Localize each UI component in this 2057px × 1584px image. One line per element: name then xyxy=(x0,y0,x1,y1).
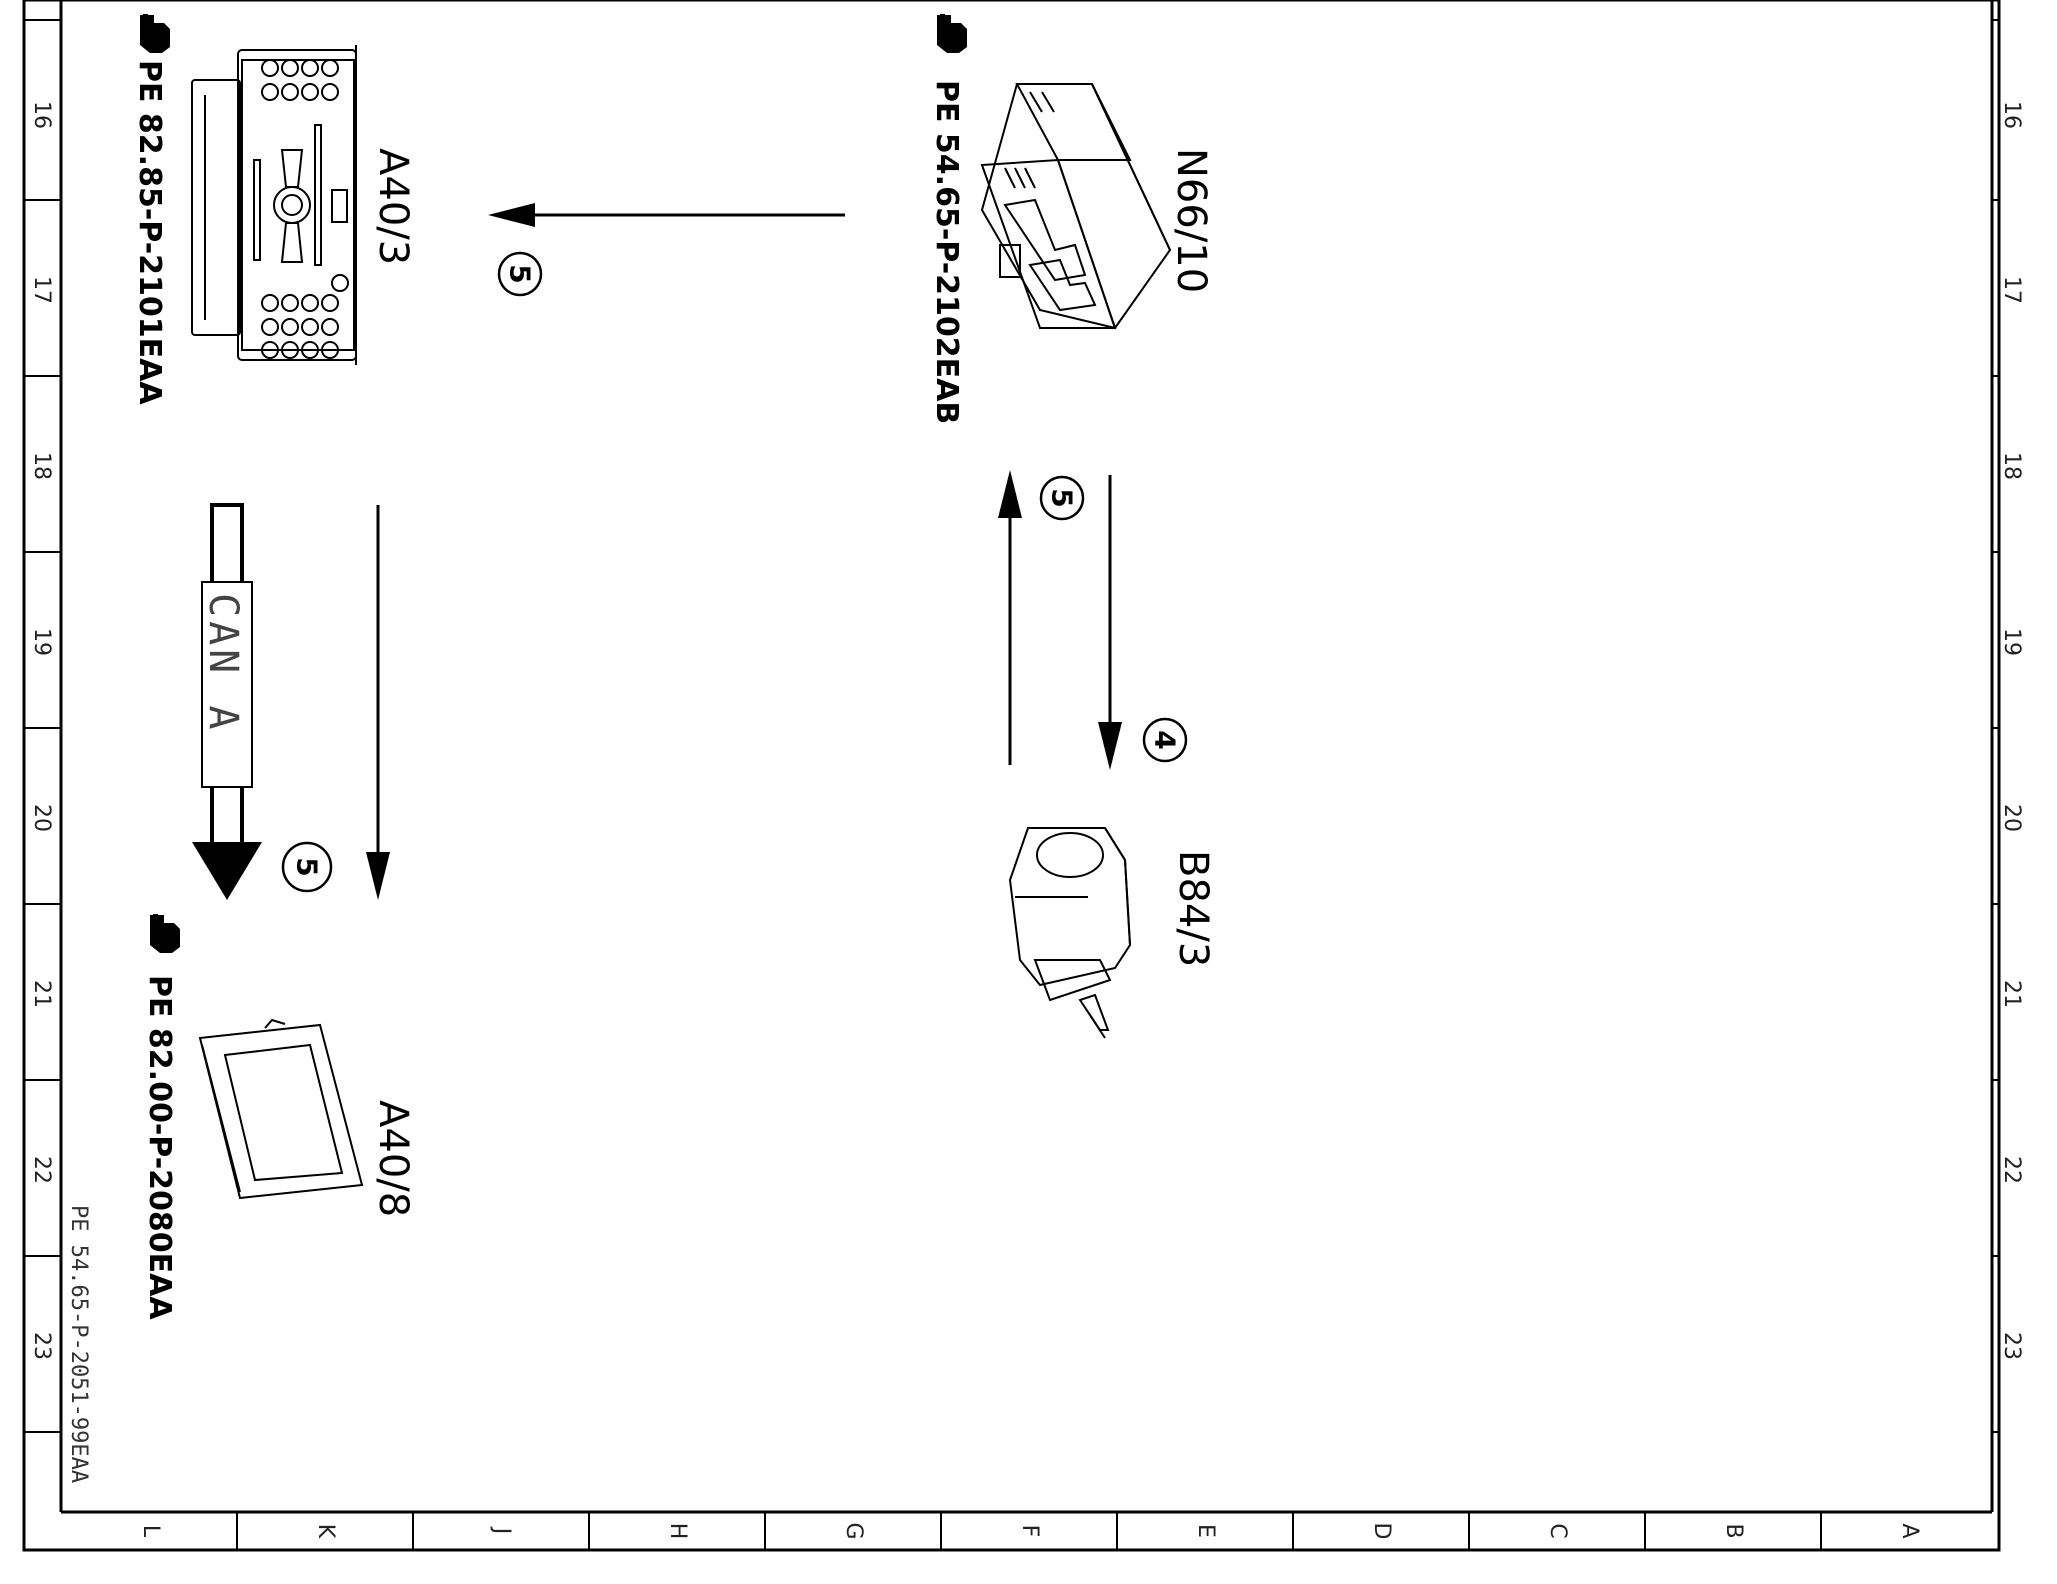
signal-arrow: 5 xyxy=(998,470,1085,765)
document-number: PE 54.65-P-2051-99EAA xyxy=(66,1205,91,1483)
reference-link[interactable]: PE 82.85-P-2101EAA xyxy=(132,60,167,405)
component-b84-3[interactable]: B84/3 xyxy=(1008,827,1216,1039)
component-a40-3[interactable]: A40/3 PE 82.85-P-2101EAA xyxy=(132,14,416,405)
column-letter: J xyxy=(489,1526,514,1535)
signal-arrow: 5 xyxy=(488,203,845,297)
row-number: 21 xyxy=(29,980,54,1008)
column-letter: F xyxy=(1017,1525,1042,1538)
audio-head-unit-icon xyxy=(191,45,357,365)
row-number: 16 xyxy=(29,101,54,129)
drawing-frame: 16 17 18 19 20 21 22 23 16 17 18 19 20 2… xyxy=(22,0,2024,1552)
camera-sensor-icon xyxy=(1008,827,1132,1039)
row-number: 18 xyxy=(1999,452,2024,480)
column-letter: C xyxy=(1545,1523,1570,1538)
reference-hand-icon xyxy=(140,14,170,53)
reference-hand-icon xyxy=(150,914,180,953)
component-label: B84/3 xyxy=(1170,850,1216,967)
reference-hand-icon xyxy=(937,14,967,53)
column-letter: E xyxy=(1193,1524,1218,1538)
signal-arrow: 5 xyxy=(281,505,390,900)
component-n66-10[interactable]: N66/10 PE 54.65-P-2102EAB xyxy=(929,14,1214,424)
row-number: 16 xyxy=(1999,101,2024,129)
signal-number-badge xyxy=(281,841,333,893)
signal-arrow: 4 xyxy=(1098,475,1188,770)
row-number: 21 xyxy=(1999,980,2024,1008)
row-number: 20 xyxy=(1999,804,2024,832)
outer-border xyxy=(22,0,2001,1552)
column-letter: B xyxy=(1721,1523,1746,1538)
row-number: 19 xyxy=(1999,628,2024,656)
row-number: 19 xyxy=(29,628,54,656)
signal-number-badge xyxy=(1142,717,1188,763)
can-bus-arrow: CAN A xyxy=(192,503,262,900)
bus-label-box xyxy=(201,581,253,788)
display-screen-icon xyxy=(198,1018,364,1200)
row-number: 17 xyxy=(29,276,54,304)
row-number: 23 xyxy=(1999,1332,2024,1360)
control-unit-connector-icon xyxy=(980,83,1172,330)
signal-number: 4 xyxy=(1149,730,1182,749)
signal-number-badge xyxy=(497,251,543,297)
signal-number: 5 xyxy=(1046,488,1079,507)
row-number: 17 xyxy=(1999,276,2024,304)
row-number: 20 xyxy=(29,804,54,832)
column-letter: D xyxy=(1369,1523,1394,1540)
column-letter: L xyxy=(138,1525,163,1538)
signal-number: 5 xyxy=(291,857,324,876)
component-label: A40/3 xyxy=(370,148,416,265)
component-label: N66/10 xyxy=(1168,148,1214,293)
signal-number: 5 xyxy=(504,264,537,283)
row-number: 22 xyxy=(1999,1156,2024,1184)
reference-link[interactable]: PE 54.65-P-2102EAB xyxy=(929,80,964,424)
component-label: A40/8 xyxy=(370,1100,416,1217)
column-letter: A xyxy=(1897,1523,1922,1538)
column-letter: G xyxy=(841,1522,866,1539)
bus-label: CAN A xyxy=(200,593,246,733)
component-a40-8[interactable]: A40/8 PE 82.00-P-2080EAA xyxy=(142,914,416,1320)
column-letter: K xyxy=(313,1524,338,1539)
row-number: 22 xyxy=(29,1156,54,1184)
row-number: 18 xyxy=(29,452,54,480)
signal-number-badge xyxy=(1039,475,1085,521)
row-number: 23 xyxy=(29,1332,54,1360)
column-letter: H xyxy=(665,1523,690,1540)
reference-link[interactable]: PE 82.00-P-2080EAA xyxy=(142,975,177,1320)
